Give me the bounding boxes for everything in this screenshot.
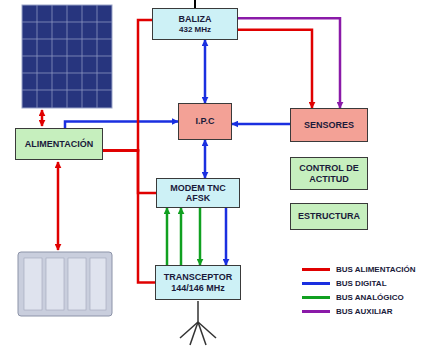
bus-connector [225, 208, 228, 265]
bus-connector [199, 208, 202, 265]
structure-box: ESTRUCTURA [290, 203, 368, 230]
solar-panel [22, 5, 112, 108]
bus-connector [238, 30, 312, 108]
processor-box: I.P.C [178, 103, 232, 140]
bus-connector [238, 18, 340, 108]
legend-label: BUS AUXILIAR [336, 307, 393, 316]
box-label: ESTRUCTURA [298, 211, 360, 221]
legend-swatch [302, 296, 330, 299]
bus-connector [103, 20, 152, 150]
beacon-box: BALIZA432 MHz [152, 8, 238, 40]
box-label: MODEM TNC AFSK [161, 183, 235, 204]
power-box: ALIMENTACIÓN [15, 128, 103, 160]
bus-connector [103, 150, 155, 282]
battery-pack [18, 252, 112, 316]
bus-connector [103, 150, 156, 193]
box-label: BALIZA [179, 14, 212, 24]
legend-row: BUS ALIMENTACIÓN [302, 265, 416, 274]
power-wire [57, 162, 60, 250]
box-subtitle: 432 MHz [179, 25, 211, 34]
legend-swatch [302, 310, 330, 313]
box-label: ALIMENTACIÓN [25, 139, 93, 149]
transceiver-box: TRANSCEPTOR 144/146 MHz [155, 265, 241, 300]
bus-connector [232, 123, 290, 126]
legend-label: BUS ANALÓGICO [336, 293, 404, 302]
power-wire [41, 110, 44, 126]
legend-swatch [302, 282, 330, 285]
legend-label: BUS DIGITAL [336, 279, 387, 288]
modem-box: MODEM TNC AFSK [156, 178, 240, 208]
legend-row: BUS AUXILIAR [302, 307, 393, 316]
box-label: I.P.C [196, 116, 215, 126]
attitude-box: CONTROL DE ACTITUD [290, 157, 368, 190]
legend-row: BUS ANALÓGICO [302, 293, 404, 302]
bus-connector [204, 40, 207, 103]
turnstile-antenna [180, 301, 216, 345]
bus-connector [166, 208, 169, 265]
bus-connector [204, 140, 207, 178]
box-label: CONTROL DE ACTITUD [295, 163, 363, 184]
legend-row: BUS DIGITAL [302, 279, 387, 288]
box-label: SENSORES [304, 120, 354, 130]
antenna [194, 0, 196, 8]
sensor-box: SENSORES [290, 108, 368, 142]
box-label: TRANSCEPTOR 144/146 MHz [160, 272, 236, 293]
legend-label: BUS ALIMENTACIÓN [336, 265, 416, 274]
legend-swatch [302, 268, 330, 271]
bus-connector [180, 208, 183, 265]
